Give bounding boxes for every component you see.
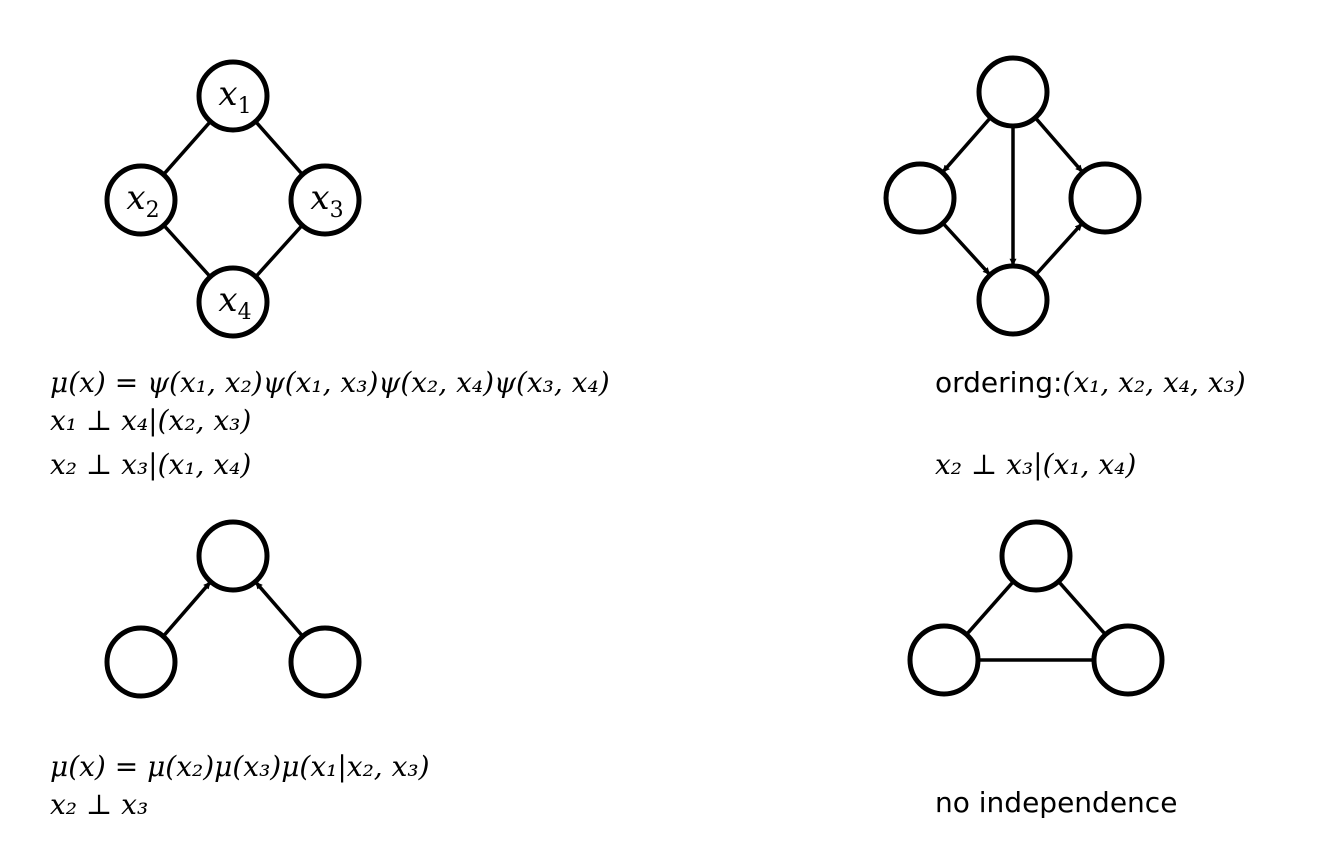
- node-n1: [196, 59, 270, 133]
- node-l: [907, 623, 981, 697]
- edge-n3-n4: [254, 224, 304, 278]
- node-label-n1: x1: [218, 74, 251, 119]
- ordering-statement: ordering:(x₁, x₂, x₄, x₃): [935, 368, 1246, 398]
- node-d: [976, 263, 1050, 337]
- ordering-value: (x₁, x₂, x₄, x₃): [1062, 366, 1246, 399]
- graph-top-left: x1 x2 x3 x4: [104, 59, 362, 339]
- vstructure-formula: μ(x) = μ(x₂)μ(x₃)μ(x₁|x₂, x₃): [50, 750, 430, 783]
- node-b: [883, 161, 957, 235]
- node-n2: [104, 163, 178, 237]
- independence-statement-2: x₂ ⊥ x₃|(x₁, x₄): [50, 448, 252, 481]
- node-t: [196, 519, 270, 593]
- arrow-l-t: [161, 581, 212, 638]
- arrow-d-c: [1034, 222, 1083, 276]
- node-label-n3: x3: [310, 178, 343, 223]
- edge-n2-n4: [162, 224, 212, 278]
- edge-t-r: [1057, 580, 1107, 636]
- node-t: [999, 519, 1073, 593]
- arrow-a-c: [1033, 116, 1084, 173]
- independence-statement-1: x₁ ⊥ x₄|(x₂, x₃): [50, 404, 252, 437]
- node-r: [1091, 623, 1165, 697]
- edge-n1-n3: [254, 120, 304, 176]
- node-label-n2: x2: [126, 178, 159, 223]
- directed-independence-statement: x₂ ⊥ x₃|(x₁, x₄): [935, 448, 1137, 481]
- node-r: [288, 625, 362, 699]
- triangle-caption: no independence: [935, 786, 1178, 819]
- arrow-r-t: [254, 581, 305, 638]
- edge-n1-n2: [162, 120, 212, 176]
- node-a: [976, 55, 1050, 129]
- graph-top-right: [883, 55, 1142, 337]
- node-l: [104, 625, 178, 699]
- graph-bottom-left: [104, 519, 362, 699]
- node-n4: [196, 265, 270, 339]
- edge-t-l: [965, 580, 1015, 636]
- arrow-a-b: [941, 116, 992, 173]
- node-n3: [288, 163, 362, 237]
- factorization-formula: μ(x) = ψ(x₁, x₂)ψ(x₁, x₃)ψ(x₂, x₄)ψ(x₃, …: [50, 366, 610, 399]
- ordering-word: ordering:: [935, 366, 1063, 399]
- node-label-n4: x4: [218, 280, 251, 325]
- node-c: [1068, 161, 1142, 235]
- vstructure-independence: x₂ ⊥ x₃: [50, 788, 149, 821]
- arrow-b-d: [941, 221, 991, 276]
- graph-bottom-right: [907, 519, 1165, 697]
